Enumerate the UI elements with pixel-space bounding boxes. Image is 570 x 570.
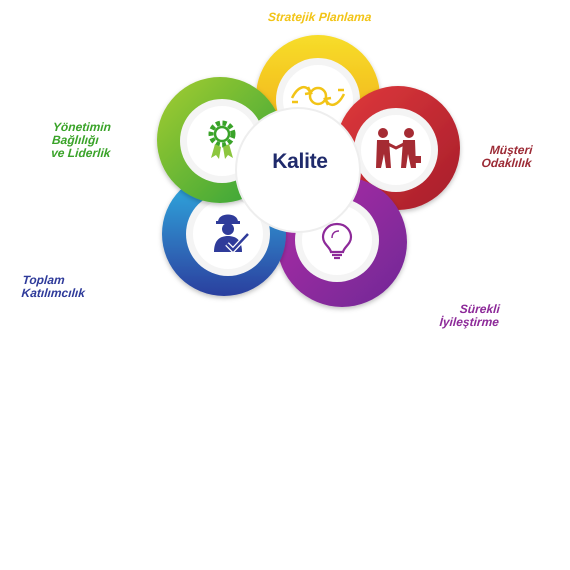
label-total-participation: Toplam Katılımcılık (21, 273, 86, 300)
lightbulb-icon (321, 222, 353, 260)
label-strategic-planning: Stratejik Planlama (267, 10, 372, 24)
handshake-icon (376, 128, 421, 168)
worker-check-icon (214, 214, 250, 254)
label-customer-focus: Müşteri Odaklılık (481, 143, 534, 170)
cycle-arrows-icon (290, 85, 346, 107)
center-label: Kalite (272, 150, 328, 173)
label-leadership: Yönetimin Bağlılığı ve Liderlik (50, 120, 112, 160)
gear-award-icon (208, 120, 236, 159)
label-continuous-improvement: Sürekli İyileştirme (439, 302, 501, 329)
